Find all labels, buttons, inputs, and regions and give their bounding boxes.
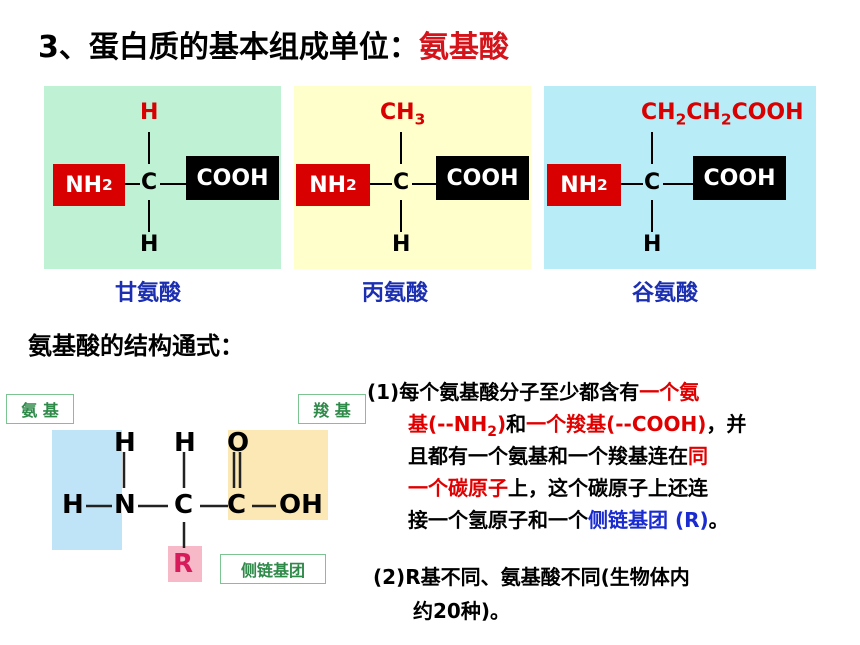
glutamate-name: 谷氨酸 — [632, 281, 699, 306]
glutamate-right-bond — [663, 183, 693, 185]
glycine-amino-text: NH — [65, 172, 103, 198]
r-group-highlight — [168, 546, 202, 582]
glutamate-center-carbon: C — [644, 170, 661, 195]
glutamate-amino-text: NH — [560, 172, 598, 198]
atom-o: O — [227, 428, 250, 458]
glutamate-left-bond — [621, 183, 643, 185]
glycine-amino-sub: 2 — [102, 176, 113, 194]
carboxyl-group-highlight — [228, 430, 328, 520]
amino-label: 氨 基 — [6, 394, 74, 424]
alanine-r-sub: 3 — [414, 110, 426, 129]
alanine-bottom-h: H — [392, 232, 411, 257]
glutamate-r-group: CH2CH2COOH — [641, 100, 804, 128]
page-title: 3、蛋白质的基本组成单位：氨基酸 — [38, 22, 509, 66]
alanine-amino-text: NH — [309, 172, 347, 198]
title-highlight: 氨基酸 — [418, 30, 509, 65]
alanine-amino-sub: 2 — [346, 176, 357, 194]
glycine-bottom-bond — [148, 200, 150, 232]
side-chain-label: 侧链基团 — [220, 554, 326, 584]
alanine-center-carbon: C — [393, 170, 410, 195]
glycine-right-bond — [160, 183, 186, 185]
note1-l2c: 和 — [506, 412, 527, 436]
glutamate-amino-sub: 2 — [597, 176, 608, 194]
alanine-r-group: CH3 — [380, 100, 425, 128]
atom-h3: H — [62, 490, 84, 520]
general-structure-bonds — [86, 452, 276, 548]
atom-c2: C — [227, 490, 247, 520]
note2-line1: (2)R基不同、氨基酸不同(生物体内 — [373, 565, 690, 589]
glutamate-top-bond — [651, 132, 653, 164]
note1-l2d: 一个羧基(--COOH) — [526, 412, 707, 436]
note1-l2e: ，并 — [706, 412, 747, 436]
glycine-bottom-h: H — [140, 232, 159, 257]
glutamate-r-part1: CH — [641, 100, 676, 125]
alanine-top-bond — [400, 132, 402, 164]
glycine-top-bond — [148, 132, 150, 164]
note1-l1a: 每个氨基酸分子至少都含有 — [399, 380, 640, 404]
carboxyl-label: 羧 基 — [298, 394, 366, 424]
note1-l5b: 侧链基团 (R) — [588, 508, 709, 532]
section-title: 氨基酸的结构通式： — [28, 332, 244, 360]
glutamate-r-sub1: 2 — [675, 110, 687, 129]
atom-r: R — [173, 549, 194, 579]
note1-l2a: 基(--NH — [408, 412, 488, 436]
glutamate-bottom-bond — [651, 200, 653, 232]
alanine-r-text: CH — [380, 100, 415, 125]
note1-line3: 且都有一个氨基和一个羧基连在同 — [408, 442, 708, 471]
title-prefix: 3、蛋白质的基本组成单位： — [38, 30, 419, 65]
glutamate-bottom-h: H — [643, 232, 662, 257]
note2-line2: 约20种)。 — [413, 599, 510, 623]
alanine-bottom-bond — [400, 200, 402, 232]
glycine-name: 甘氨酸 — [115, 281, 182, 306]
note1-l3b: 同 — [688, 444, 708, 468]
glutamate-r-part3: COOH — [731, 100, 804, 125]
note1-l5c: 。 — [708, 508, 729, 532]
note1-l2b: ) — [496, 412, 507, 436]
note1-l4b: 上，这个碳原子上还连 — [508, 476, 708, 500]
atom-n: N — [114, 490, 136, 520]
note1-line1: (1)每个氨基酸分子至少都含有一个氨 — [367, 378, 699, 407]
note1-line5: 接一个氢原子和一个侧链基团 (R)。 — [408, 506, 729, 535]
glycine-carboxyl-box: COOH — [186, 156, 279, 200]
glutamate-r-sub2: 2 — [720, 110, 732, 129]
glycine-r-group: H — [140, 100, 159, 125]
note1-l3a: 且都有一个氨基和一个羧基连在 — [408, 444, 688, 468]
note1-l4a: 一个碳原子 — [408, 476, 508, 500]
atom-c1: C — [174, 490, 194, 520]
note1-line2: 基(--NH2)和一个羧基(--COOH)，并 — [408, 410, 746, 447]
atom-h2: H — [174, 428, 196, 458]
note1-number: (1) — [367, 380, 400, 404]
glutamate-carboxyl-box: COOH — [693, 156, 786, 200]
note1-l2sub: 2 — [487, 423, 497, 440]
atom-h1: H — [114, 428, 136, 458]
atom-oh: OH — [279, 490, 323, 520]
note1-line4: 一个碳原子上，这个碳原子上还连 — [408, 474, 708, 503]
amino-group-highlight — [52, 430, 122, 550]
alanine-left-bond — [370, 183, 392, 185]
alanine-right-bond — [412, 183, 436, 185]
note1-l1b: 一个氨 — [639, 380, 700, 404]
glutamate-r-part2: CH — [686, 100, 721, 125]
glycine-left-bond — [125, 183, 140, 185]
alanine-carboxyl-box: COOH — [436, 156, 529, 200]
alanine-name: 丙氨酸 — [362, 281, 429, 306]
glycine-center-carbon: C — [141, 170, 158, 195]
note1-l5a: 接一个氢原子和一个 — [408, 508, 588, 532]
